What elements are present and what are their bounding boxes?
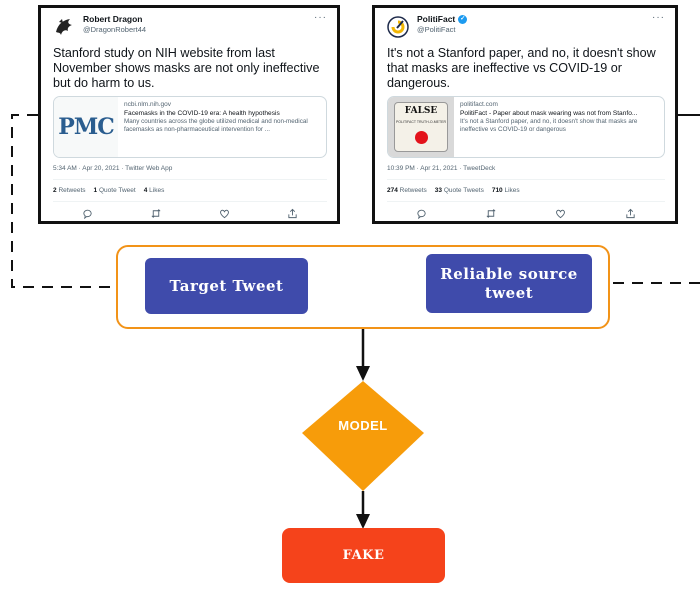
tweet-actions — [53, 202, 327, 219]
tweet-text: It's not a Stanford paper, and no, it do… — [387, 46, 656, 90]
stat-likes: 710 Likes — [491, 187, 520, 194]
tweet-actions — [387, 202, 665, 219]
stat-quotes: 1 Quote Tweet — [93, 187, 136, 194]
model-label: MODEL — [338, 418, 388, 433]
link-card: FALSE POLITIFACT TRUTH-O-METER politifac… — [387, 96, 665, 158]
pmc-logo: PMC — [54, 97, 118, 157]
output-fake-label: FAKE — [282, 528, 445, 583]
tweet-text: Stanford study on NIH website from last … — [53, 46, 320, 90]
more-icon: ··· — [314, 12, 327, 23]
stat-retweets: 274 Retweets — [387, 187, 427, 194]
target-tweet-screenshot: Robert Dragon @DragonRobert44 ··· Stanfo… — [38, 5, 340, 224]
stat-likes: 4 Likes — [143, 187, 165, 194]
reply-icon — [81, 207, 93, 219]
arrow-to-output-head — [356, 514, 370, 529]
verified-badge-icon: ✓ — [458, 14, 468, 24]
tweet-stats: 274 Retweets 33 Quote Tweets 710 Likes — [387, 180, 665, 202]
card-domain: ncbi.nlm.nih.gov — [124, 101, 171, 108]
share-icon — [624, 207, 636, 219]
tweet-timestamp: 5:34 AM · Apr 20, 2021 · Twitter Web App — [53, 165, 327, 180]
truth-o-meter-image: FALSE POLITIFACT TRUTH-O-METER — [388, 97, 454, 157]
target-tweet-label: Target Tweet — [145, 258, 308, 314]
politifact-logo-icon — [387, 16, 409, 38]
arrow-to-model-head — [356, 366, 370, 381]
author-name: PolitiFact ✓ — [417, 14, 468, 24]
link-card: PMC ncbi.nlm.nih.gov Facemasks in the CO… — [53, 96, 327, 158]
author-handle: @DragonRobert44 — [83, 25, 147, 34]
dragon-avatar-icon — [56, 19, 72, 35]
card-description: It's not a Stanford paper, and no, it do… — [460, 118, 638, 133]
tweet-stats: 2 Retweets 1 Quote Tweet 4 Likes — [53, 180, 327, 202]
author-handle: @PolitiFact — [417, 25, 456, 34]
reliable-source-label: Reliable source tweet — [426, 254, 592, 313]
card-domain: politifact.com — [460, 101, 498, 108]
author-name: Robert Dragon — [83, 14, 143, 24]
reliable-tweet-screenshot: PolitiFact ✓ @PolitiFact ··· It's not a … — [372, 5, 678, 224]
tweet-timestamp: 10:39 PM · Apr 21, 2021 · TweetDeck — [387, 165, 665, 180]
more-icon: ··· — [652, 12, 665, 23]
model-diamond — [302, 381, 424, 491]
like-icon — [218, 207, 230, 219]
share-icon — [287, 207, 299, 219]
stat-quotes: 33 Quote Tweets — [434, 187, 484, 194]
retweet-icon — [150, 207, 162, 219]
retweet-icon — [485, 207, 497, 219]
like-icon — [555, 207, 567, 219]
stat-retweets: 2 Retweets — [53, 187, 86, 194]
card-description: Many countries across the globe utilized… — [124, 118, 308, 133]
reply-icon — [416, 207, 428, 219]
